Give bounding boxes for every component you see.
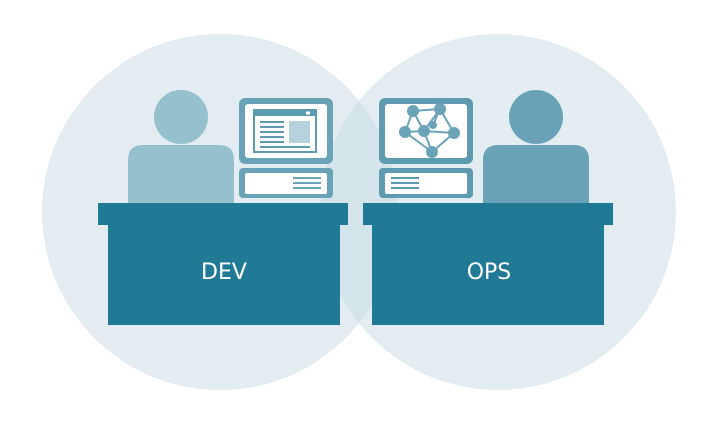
ops-computer-tower-icon: [379, 168, 473, 198]
ops-desk: OPS: [363, 203, 613, 325]
dev-monitor-icon: [239, 98, 333, 164]
dev-desk: DEV: [98, 203, 348, 325]
network-graph-icon: [399, 103, 460, 158]
dev-computer-tower-icon: [239, 168, 333, 198]
ops-label: OPS: [467, 260, 512, 285]
ops-person-icon: [483, 90, 589, 203]
ops-monitor-icon: [379, 98, 473, 164]
web-page-window-icon: [253, 109, 317, 153]
dev-person-icon: [128, 90, 234, 203]
dev-label: DEV: [201, 260, 247, 285]
